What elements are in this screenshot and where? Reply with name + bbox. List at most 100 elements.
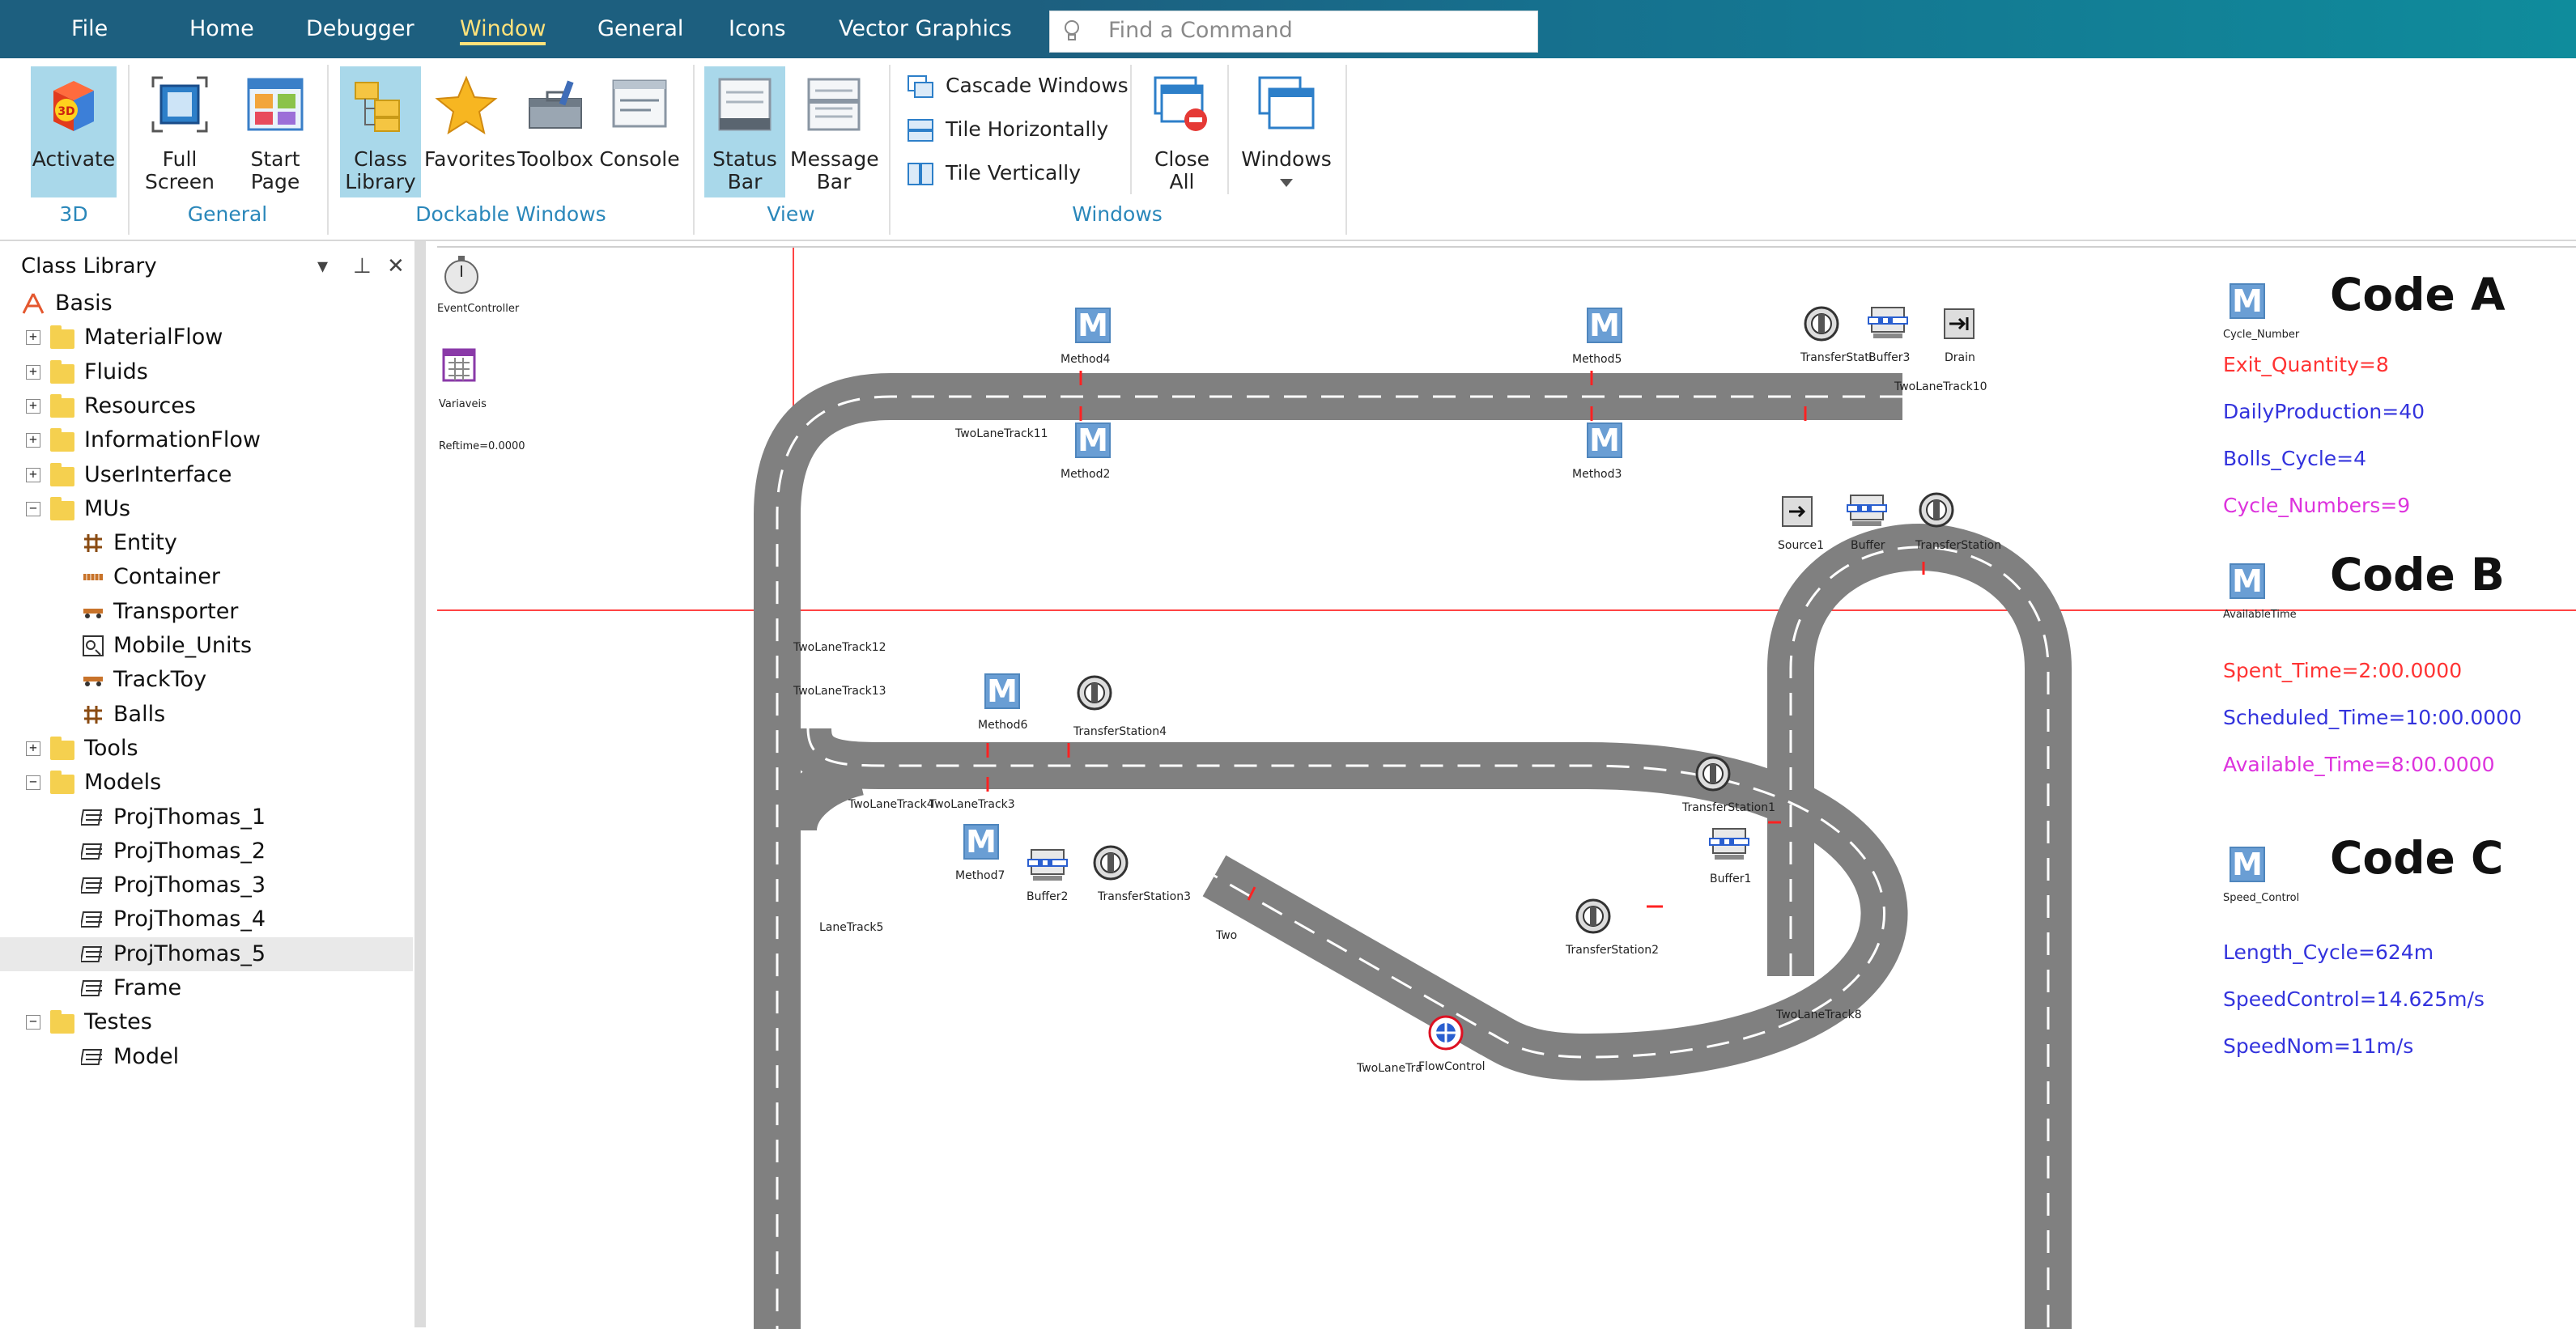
tree-item[interactable]: Basis [0,287,413,321]
menu-file[interactable]: File [71,16,108,41]
ribbon: 3D Activate 3D Full Screen Start Page Ge… [0,58,2576,241]
star-icon [435,75,498,135]
method-cycle-number-icon[interactable]: M [2230,283,2265,319]
transfer-station3-icon[interactable] [1093,845,1129,881]
expand-icon[interactable]: + [26,364,40,380]
codeb-value: Available_Time=8:00.0000 [2223,753,2495,776]
model-canvas[interactable]: EventController Variaveis Reftime=0.0000… [437,246,2576,1329]
table-file-icon[interactable] [442,348,476,382]
twolanetra-label: TwoLaneTra [1357,1062,1422,1075]
transfer-station4-icon[interactable] [1077,675,1112,711]
buffer2-icon[interactable] [1027,848,1069,884]
transfer-station-icon[interactable] [1919,492,1954,528]
method-available-time-icon[interactable]: M [2230,563,2265,599]
twolanetrack4-label: TwoLaneTrack4 [848,798,934,811]
frame-icon [81,1048,103,1065]
source1-icon[interactable] [1781,495,1813,528]
windows-dropdown-button[interactable]: Windows [1239,66,1334,197]
tree-item[interactable]: +UserInterface [0,458,413,492]
transferstation2-label: TransferStation2 [1566,944,1659,957]
method-speed-control-icon[interactable]: M [2230,847,2265,882]
status-bar-button[interactable]: Status Bar [704,66,785,197]
transfer-station2-icon[interactable] [1575,898,1611,934]
buffer1-icon[interactable] [1708,827,1750,863]
event-controller-label: EventController [437,303,520,315]
menu-general[interactable]: General [597,16,684,41]
reftime-label: Reftime=0.0000 [439,440,525,452]
command-search[interactable]: Find a Command [1049,11,1538,53]
expand-icon[interactable]: + [26,433,40,448]
event-controller-icon[interactable] [440,254,482,296]
tree-item-label: Container [113,564,220,590]
activate-button[interactable]: 3D Activate [31,66,117,197]
method5-icon[interactable]: M [1587,308,1622,343]
buffer3-icon[interactable] [1867,306,1909,342]
tree-item[interactable]: −MUs [0,492,413,526]
codea-value: Bolls_Cycle=4 [2223,447,2367,470]
expand-icon[interactable]: + [26,330,40,346]
method4-icon[interactable]: M [1075,308,1111,343]
menu-home[interactable]: Home [189,16,254,41]
tree-item-label: ProjThomas_3 [113,873,266,898]
full-screen-button[interactable]: Full Screen [139,66,220,197]
transferstati-label: TransferStati [1800,351,1872,364]
flow-control-icon[interactable] [1428,1015,1464,1051]
expand-icon[interactable]: + [26,398,40,414]
tree-item[interactable]: ProjThomas_1 [0,800,413,834]
tree-item[interactable]: +Tools [0,732,413,766]
transfer-station-top-icon[interactable] [1804,306,1839,342]
favorites-button[interactable]: Favorites [424,66,516,197]
tree-item[interactable]: +Resources [0,389,413,423]
method7-icon[interactable]: M [963,824,999,860]
tree-item[interactable]: +InformationFlow [0,423,413,457]
tree-item[interactable]: + Fluids [0,355,413,389]
class-library-button[interactable]: Class Library [340,66,421,197]
menu-window[interactable]: Window [460,13,546,45]
expand-icon[interactable]: + [26,467,40,482]
tree-item[interactable]: Balls [0,698,413,732]
collapse-icon[interactable]: − [26,775,40,791]
tree-item[interactable]: +MaterialFlow [0,321,413,355]
tree-item-label: Fluids [84,359,148,384]
tree-item[interactable]: ProjThomas_3 [0,868,413,902]
tree-item[interactable]: TrackToy [0,663,413,697]
transfer-station1-icon[interactable] [1695,756,1731,792]
menu-debugger[interactable]: Debugger [306,16,414,41]
close-all-label-1: Close [1154,147,1210,171]
menu-vector-graphics[interactable]: Vector Graphics [839,16,1012,41]
menu-icons[interactable]: Icons [729,16,786,41]
tree-item[interactable]: ProjThomas_5 [0,936,413,971]
tree-item[interactable]: ProjThomas_4 [0,902,413,936]
drain-icon[interactable] [1943,308,1975,340]
tree-item[interactable]: −Testes [0,1005,413,1039]
tree-item[interactable]: Transporter [0,595,413,629]
expand-icon[interactable]: + [26,741,40,756]
tree-item-label: Mobile_Units [113,633,253,658]
message-bar-button[interactable]: Message Bar [790,66,879,197]
twolanetrack13-label: TwoLaneTrack13 [793,685,886,698]
console-label: Console [599,147,680,171]
collapse-icon[interactable]: − [26,501,40,516]
method3-icon[interactable]: M [1587,422,1622,458]
collapse-icon[interactable]: − [26,1015,40,1030]
tree-item[interactable]: Container [0,560,413,594]
tree-item[interactable]: ProjThomas_2 [0,834,413,868]
close-icon[interactable]: ✕ [387,254,405,278]
start-page-button[interactable]: Start Page [235,66,316,197]
tree-item[interactable]: Frame [0,971,413,1005]
console-button[interactable]: Console [597,66,682,197]
dropdown-icon[interactable]: ▾ [317,254,329,278]
close-all-button[interactable]: Close All [1141,66,1222,197]
method2-icon[interactable]: M [1075,422,1111,458]
variaveis-label: Variaveis [439,398,487,410]
tree-item[interactable]: Model [0,1040,413,1074]
method6-icon[interactable]: M [984,673,1020,709]
tree-item[interactable]: Mobile_Units [0,629,413,663]
buffer-icon[interactable] [1846,494,1888,529]
tile-vertically-label: Tile Vertically [946,161,1082,185]
pin-icon[interactable]: ⊥ [353,254,372,278]
toolbox-button[interactable]: Toolbox [513,66,597,197]
folder-icon [50,359,74,384]
tree-item[interactable]: −Models [0,766,413,800]
tree-item[interactable]: Entity [0,526,413,560]
